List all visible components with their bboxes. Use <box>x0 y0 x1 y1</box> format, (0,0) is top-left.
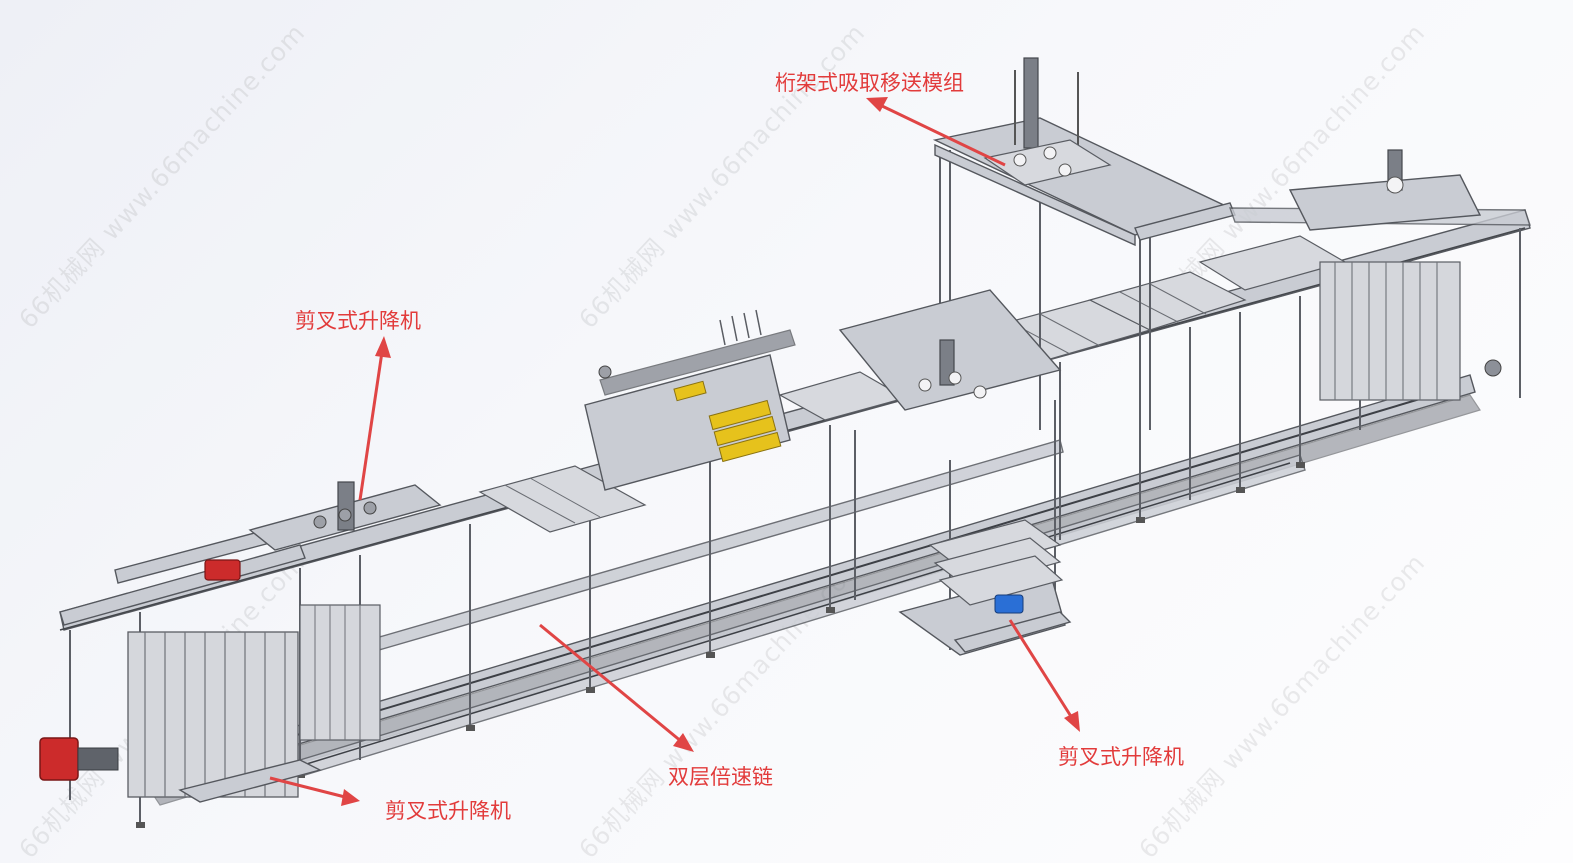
transfer-head-center <box>838 289 1062 411</box>
annotation-arrows <box>269 97 1080 806</box>
gantry-module <box>932 57 1531 430</box>
drive-motor-blue <box>994 594 1024 614</box>
drive-motor-left <box>39 737 79 781</box>
trays <box>478 235 1347 533</box>
label-scissor-lift-top-left: 剪叉式升降机 <box>295 309 421 333</box>
label-gantry-module: 桁架式吸取移送模组 <box>775 71 964 95</box>
drive-motor-top <box>204 559 241 581</box>
label-double-speed-chain: 双层倍速链 <box>668 765 773 789</box>
label-scissor-lift-bottom-left: 剪叉式升降机 <box>385 799 511 823</box>
scissor-lift-right-unit <box>854 400 1072 656</box>
watermark-2: 66机械网 www.66machine.com <box>573 18 871 334</box>
gripper-station <box>584 309 796 491</box>
annotation-labels: 桁架式吸取移送模组 剪叉式升降机 双层倍速链 剪叉式升降机 剪叉式升降机 <box>295 71 1184 823</box>
watermark-6: 66机械网 www.66machine.com <box>1133 548 1431 863</box>
right-stack-station <box>1319 261 1502 401</box>
scissor-lift-head-left <box>248 481 442 551</box>
label-scissor-lift-right: 剪叉式升降机 <box>1058 745 1184 769</box>
watermark-1: 66机械网 www.66machine.com <box>13 18 311 334</box>
